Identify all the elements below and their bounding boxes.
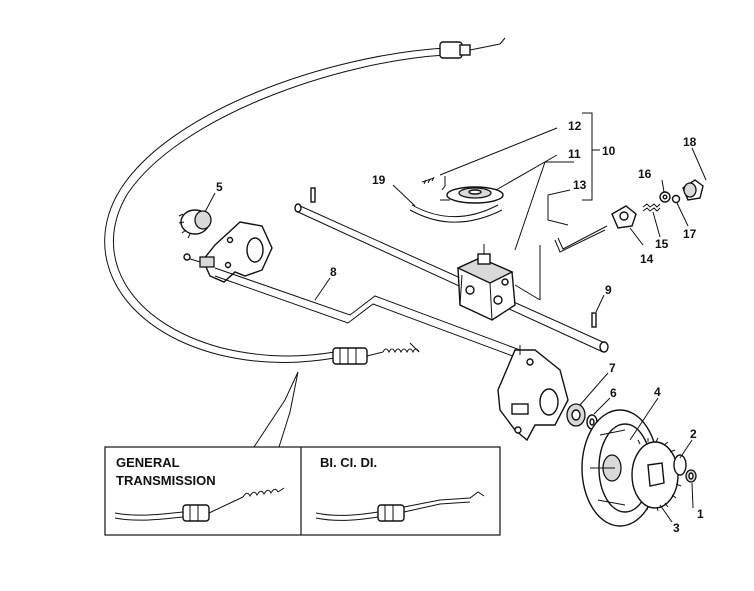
inset-cable-bicidi [315,491,485,522]
callout-6: 6 [610,386,617,400]
callout-8: 8 [330,265,337,279]
callout-10: 10 [602,144,616,158]
inset-label-general: GENERAL [116,455,180,470]
callout-19: 19 [372,173,386,187]
main-axle [294,187,609,353]
callout-13: 13 [573,178,587,192]
callout-17: 17 [683,227,697,241]
parts-14-18 [611,179,704,229]
callout-18: 18 [683,135,697,149]
inset-cable-general [114,487,285,522]
callout-14: 14 [640,252,654,266]
callout-7: 7 [609,361,616,375]
callout-2: 2 [690,427,697,441]
control-cable [104,37,506,365]
part-9-pin [591,312,597,328]
callout-12: 12 [568,119,582,133]
inset-label-transmission: TRANSMISSION [116,473,216,488]
callout-5: 5 [216,180,223,194]
part-12-screw [421,176,446,191]
callout-1: 1 [697,507,704,521]
part-5-gear [178,209,212,239]
callout-3: 3 [673,521,680,535]
callout-9: 9 [605,283,612,297]
inset-label-bicidi: BI. CI. DI. [320,455,377,470]
callout-16: 16 [638,167,652,181]
parts-6-7 [566,403,598,430]
right-bracket [497,345,569,442]
inset-box: GENERAL TRANSMISSION BI. CI. DI. [104,446,501,536]
part-8-rod [214,267,521,359]
callout-15: 15 [655,237,669,251]
inset-pointer [253,371,299,448]
left-bracket [183,221,273,283]
pulley-belt [409,186,504,223]
callout-11: 11 [568,147,581,161]
leader-lines [204,112,707,523]
gearbox [456,244,541,321]
drive-gear [631,437,697,512]
callout-labels: 1 2 3 4 5 6 7 8 9 10 11 12 13 14 15 16 1… [216,119,704,535]
callout-4: 4 [654,385,661,399]
part-13-lever [554,225,608,253]
